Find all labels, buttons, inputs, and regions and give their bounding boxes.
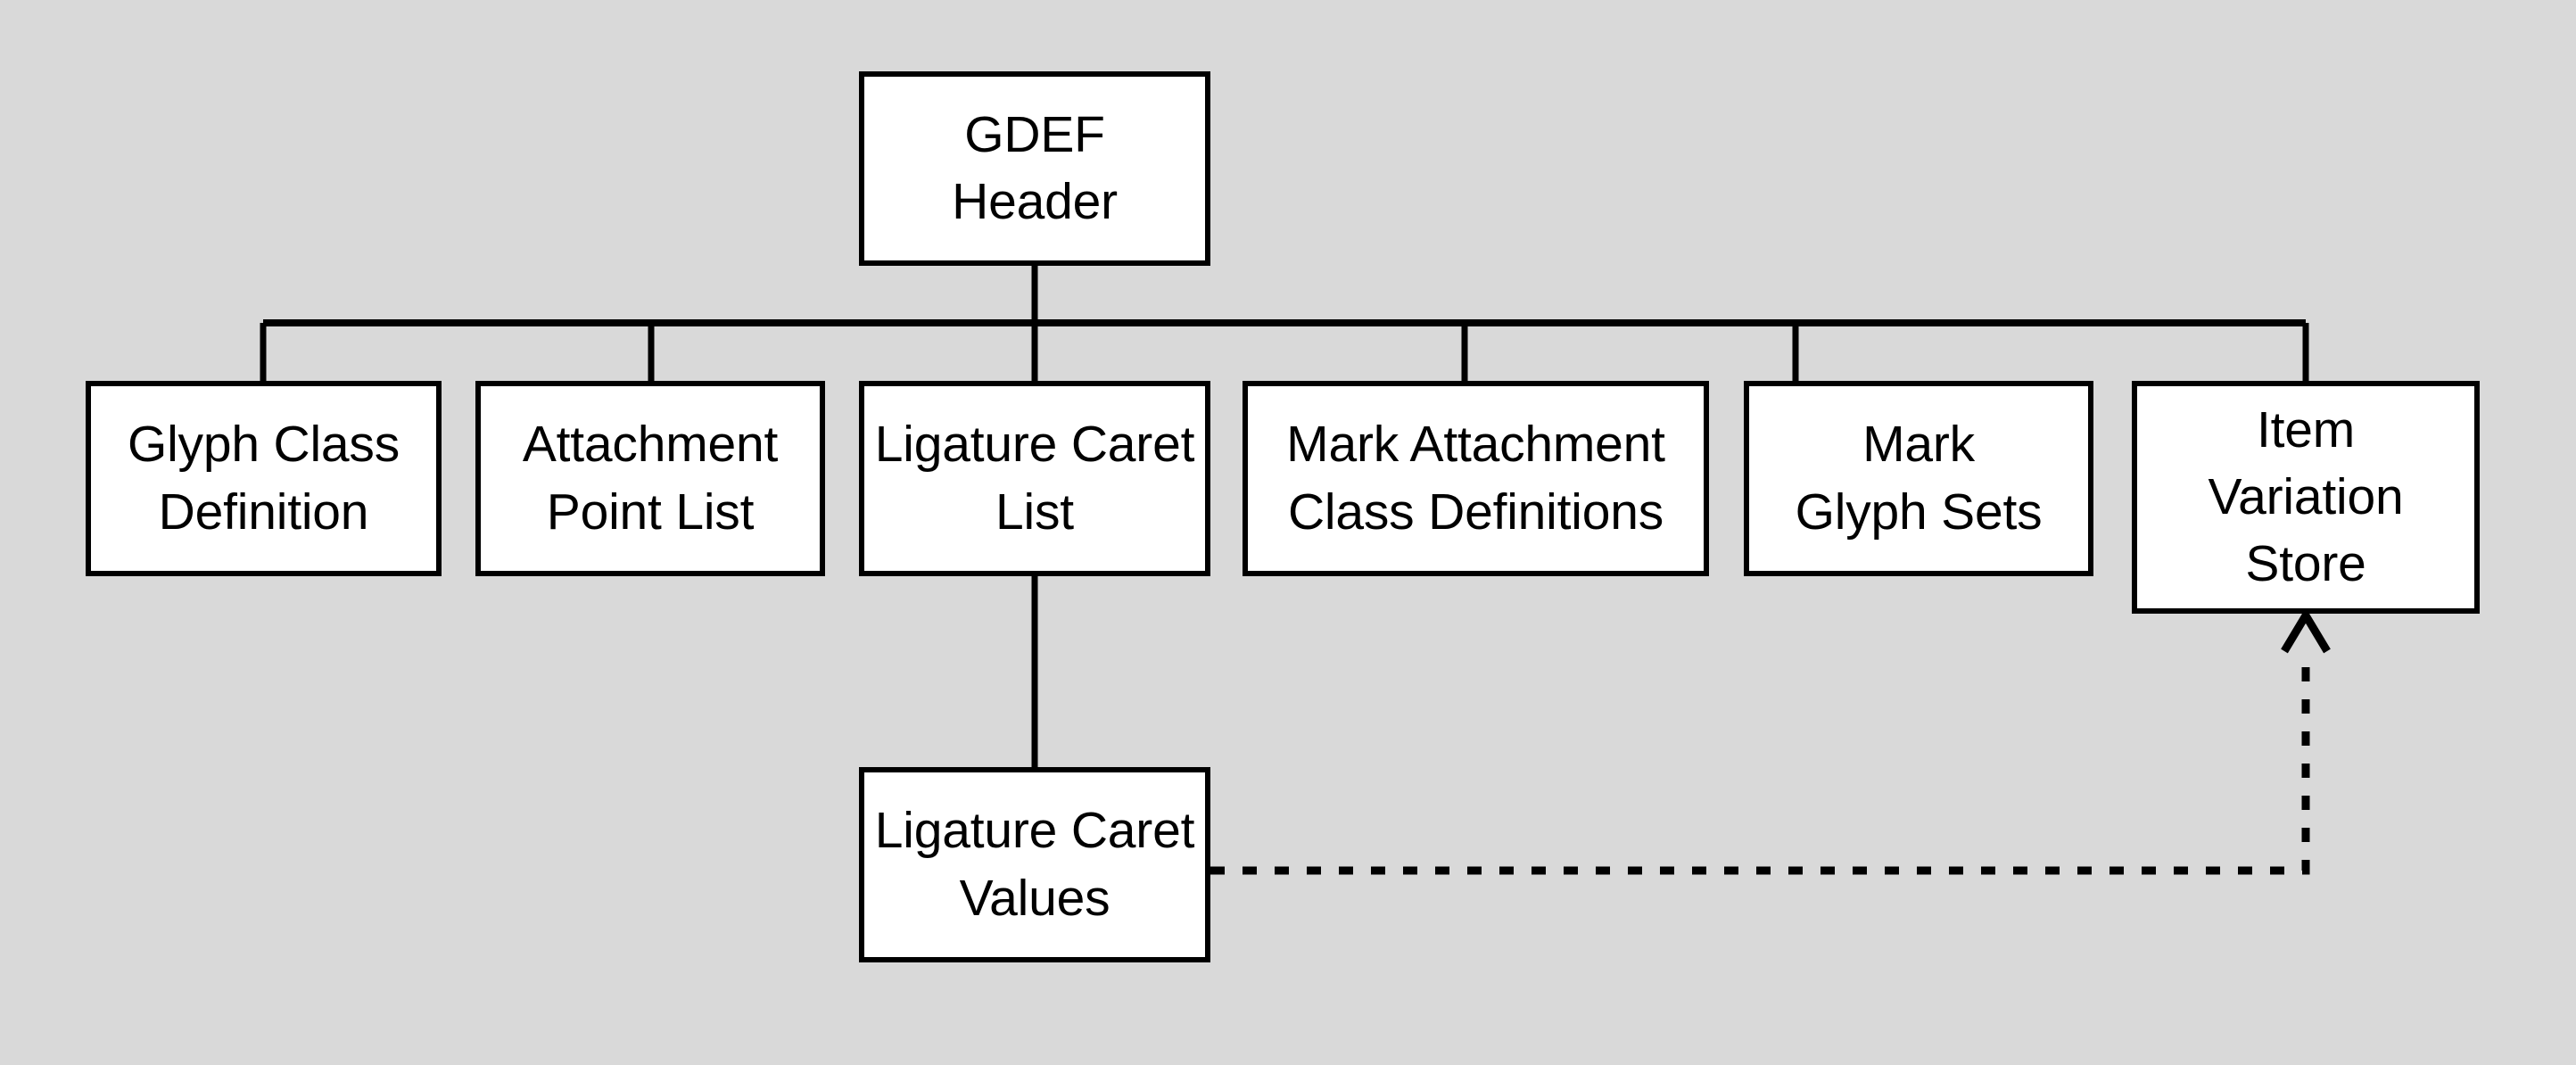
edge-ligature-caret-values-to-item-variation-store xyxy=(1210,651,2310,875)
node-ligature-caret-values-label: Ligature Caret Values xyxy=(874,802,1195,927)
node-ligature-caret-list-label: Ligature Caret List xyxy=(874,416,1195,541)
node-mark-glyph-sets[interactable]: Mark Glyph Sets xyxy=(1744,381,2093,576)
arrowhead-icon xyxy=(2281,607,2331,654)
node-gdef-header-label: GDEF Header xyxy=(952,105,1118,230)
node-mark-attachment-class-definitions[interactable]: Mark Attachment Class Definitions xyxy=(1243,381,1709,576)
node-glyph-class-definition-label: Glyph Class Definition xyxy=(127,416,400,541)
node-ligature-caret-values[interactable]: Ligature Caret Values xyxy=(859,767,1210,962)
node-item-variation-store-label: Item Variation Store xyxy=(2208,400,2404,593)
node-glyph-class-definition[interactable]: Glyph Class Definition xyxy=(86,381,442,576)
node-attachment-point-list-label: Attachment Point List xyxy=(522,416,779,541)
node-ligature-caret-list[interactable]: Ligature Caret List xyxy=(859,381,1210,576)
node-mark-attachment-class-definitions-label: Mark Attachment Class Definitions xyxy=(1286,416,1665,541)
node-attachment-point-list[interactable]: Attachment Point List xyxy=(475,381,825,576)
node-mark-glyph-sets-label: Mark Glyph Sets xyxy=(1795,416,2043,541)
node-item-variation-store[interactable]: Item Variation Store xyxy=(2132,381,2480,614)
node-gdef-header[interactable]: GDEF Header xyxy=(859,71,1210,266)
